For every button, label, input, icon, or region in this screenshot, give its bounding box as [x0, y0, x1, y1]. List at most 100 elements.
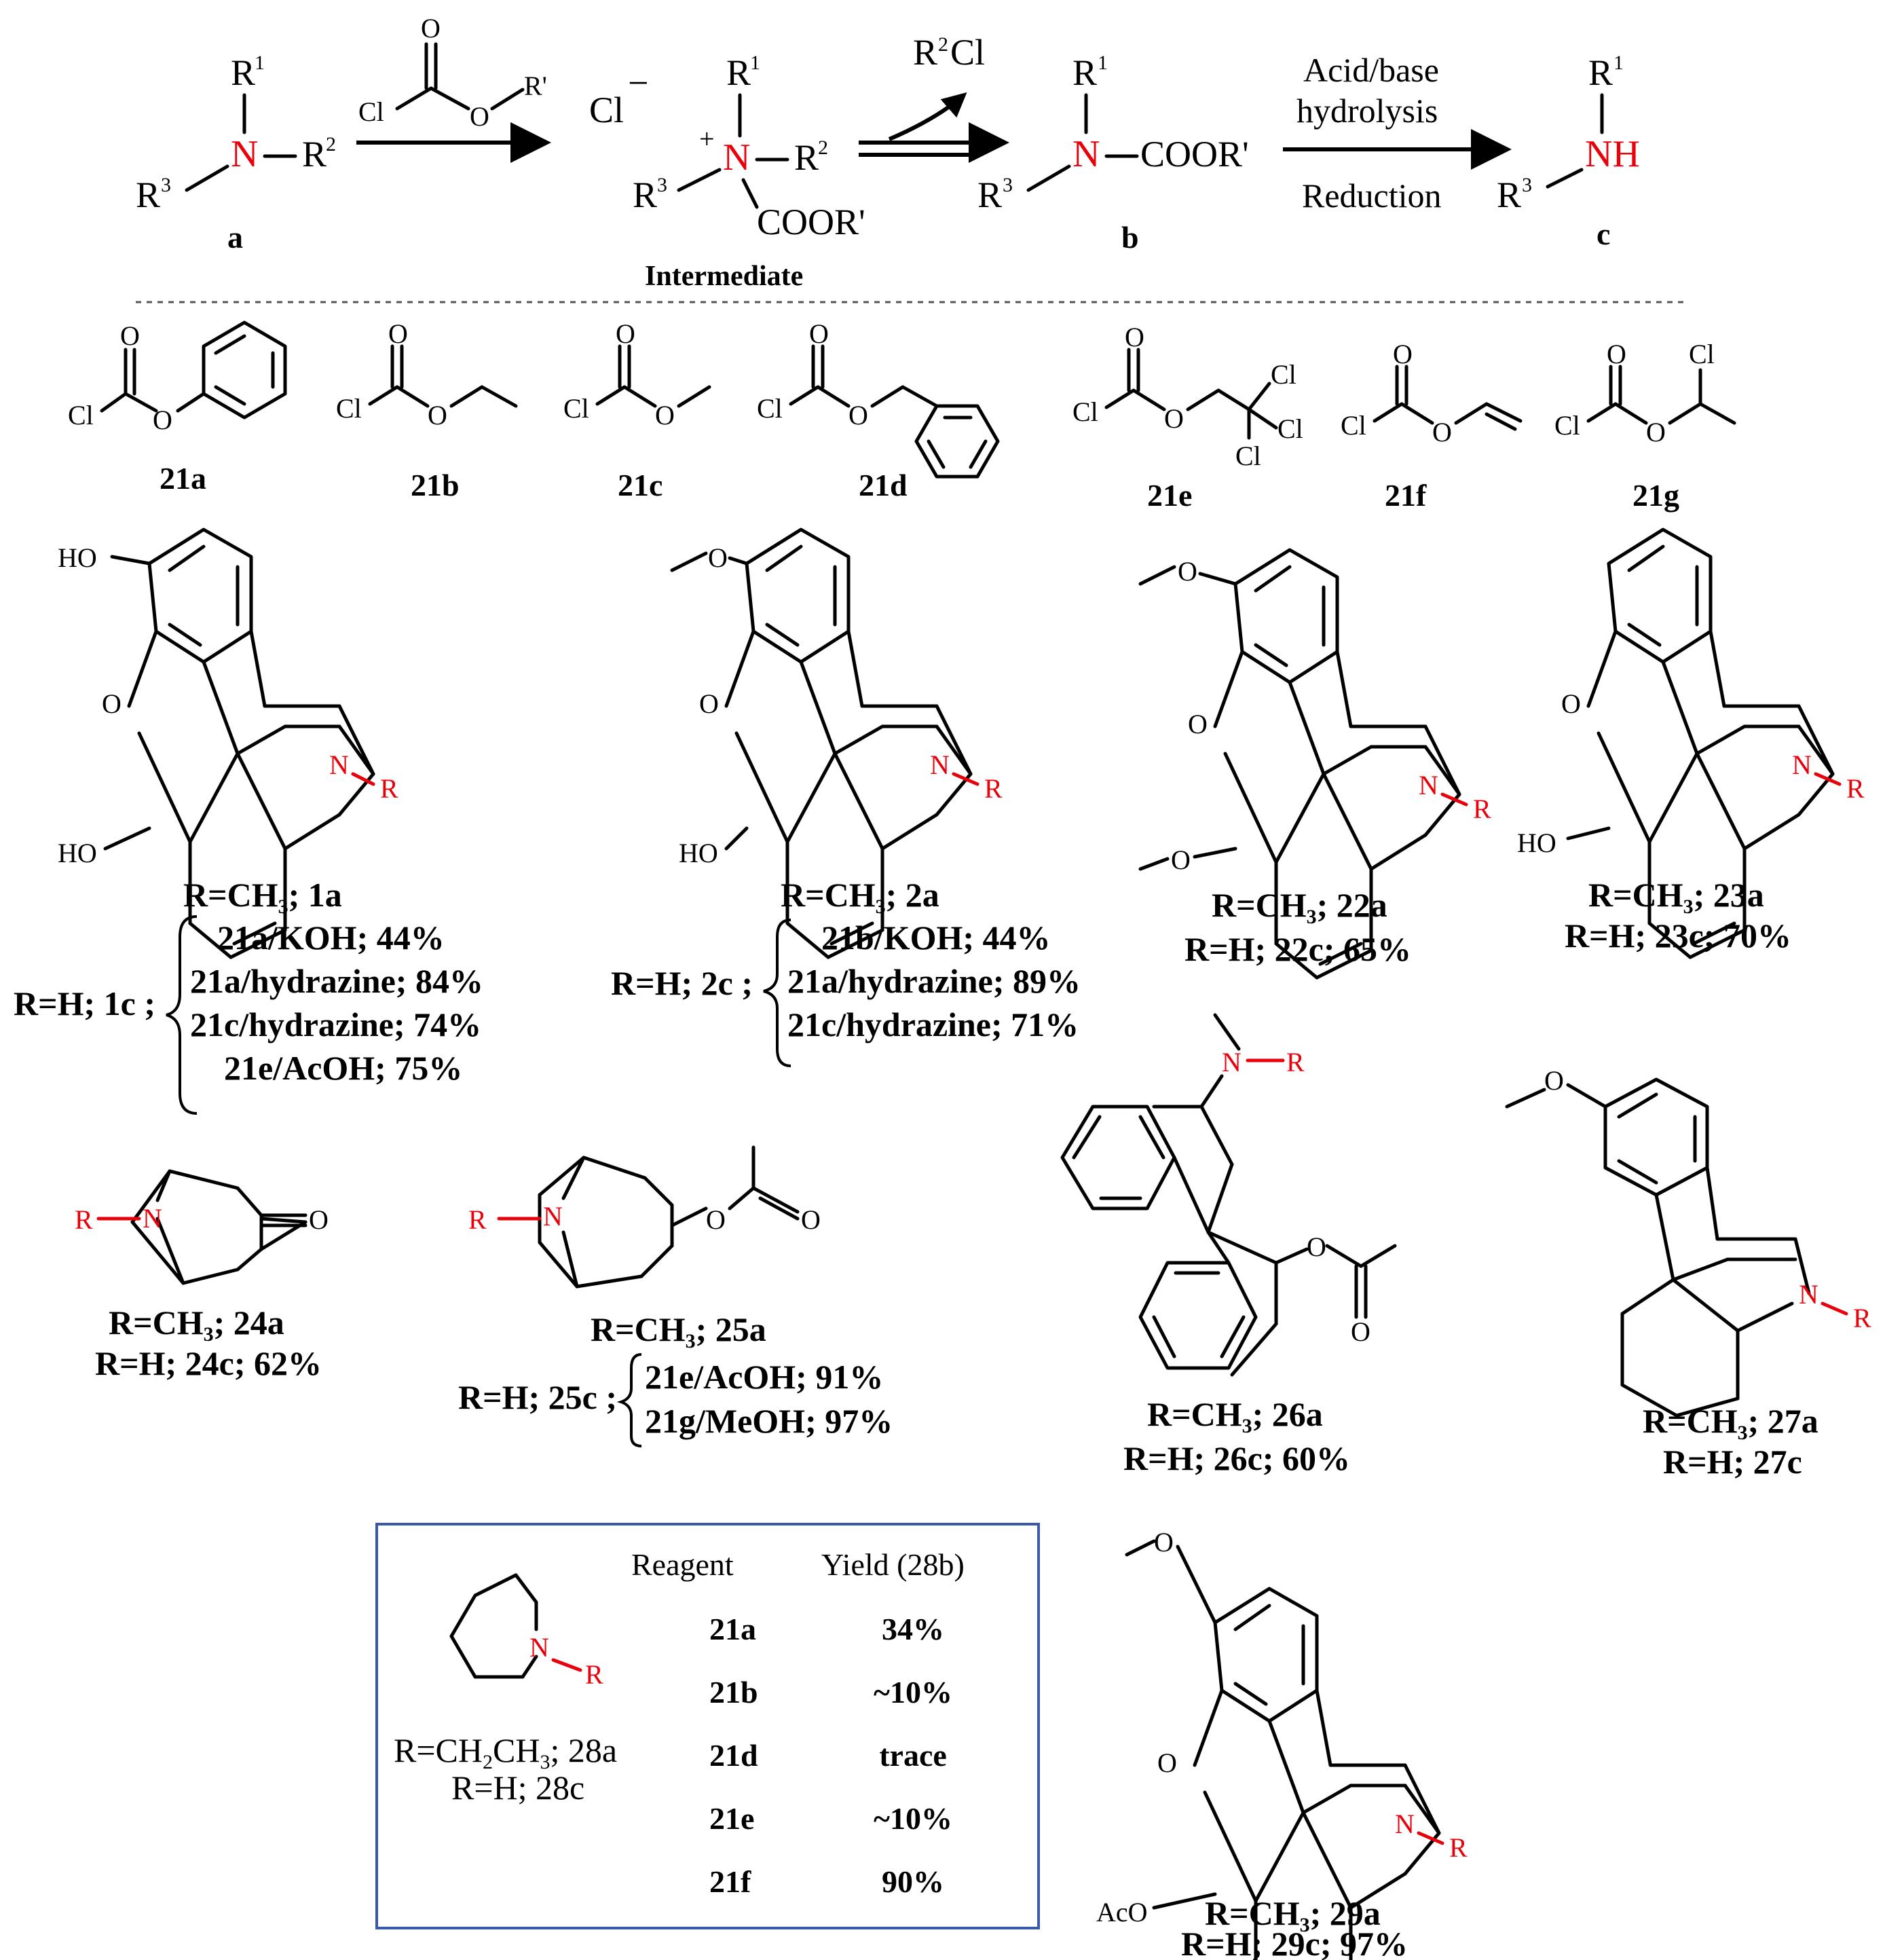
svg-text:O: O [809, 318, 829, 349]
svg-text:HO: HO [58, 542, 97, 573]
label-21e: 21e [1147, 478, 1192, 513]
compound-2: O O HO N R [670, 530, 1003, 957]
reagent-21f: Cl O O 21f [1341, 339, 1523, 513]
svg-text:O: O [1164, 403, 1184, 434]
label-21f: 21f [1385, 478, 1427, 513]
N-23: N [1792, 750, 1812, 780]
table-row-yield: 90% [882, 1864, 944, 1899]
table-row-reagent: 21e [709, 1801, 754, 1836]
svg-text:HO: HO [58, 838, 97, 868]
table-row-reagent: 21f [709, 1864, 751, 1899]
c-R3: R [1497, 174, 1521, 215]
b-R1-sup: 1 [1098, 52, 1108, 74]
svg-text:O: O [655, 400, 675, 430]
b-R1: R [1072, 52, 1097, 93]
caption-1: R=CH3; 1a R=H; 1c ; 21a/KOH; 44% 21a/hyd… [14, 876, 483, 1115]
caption-23: R=CH3; 23a R=H; 23c; 70% [1565, 876, 1791, 955]
caption-27: R=CH3; 27a R=H; 27c [1643, 1402, 1818, 1481]
svg-text:HO: HO [679, 838, 718, 868]
svg-text:O: O [1393, 339, 1413, 369]
int-COOR: COOR' [757, 202, 865, 242]
svg-text:O: O [848, 400, 868, 430]
svg-text:O: O [120, 320, 140, 351]
step2-line3: Reduction [1302, 177, 1442, 215]
svg-text:O: O [1646, 417, 1666, 447]
svg-text:O: O [1157, 1748, 1177, 1778]
table-row-yield: trace [879, 1738, 947, 1773]
int-label: Intermediate [645, 261, 803, 292]
table-row-reagent: 21b [709, 1675, 758, 1709]
svg-text:21e/AcOH; 91%: 21e/AcOH; 91% [645, 1358, 883, 1396]
reagent-Rprime: R' [524, 71, 547, 101]
svg-text:R=CH2CH3; 28a: R=CH2CH3; 28a [394, 1731, 617, 1773]
intermediate: Cl − R 1 + N R 2 R 3 COOR' Intermediate [589, 52, 865, 292]
svg-text:R: R [1846, 773, 1865, 804]
svg-text:R=H; 24c; 62%: R=H; 24c; 62% [95, 1344, 322, 1382]
int-R1: R [726, 52, 751, 93]
b-N: N [1072, 133, 1100, 175]
N-26: N [1222, 1047, 1242, 1077]
svg-text:R: R [1286, 1047, 1305, 1077]
svg-text:Cl: Cl [1271, 359, 1296, 390]
svg-text:O: O [699, 688, 719, 719]
svg-text:O: O [1125, 322, 1144, 352]
compound-1: HO O HO N R [58, 530, 398, 957]
int-R1-sup: 1 [750, 52, 760, 74]
svg-text:R=CH3; 29a: R=CH3; 29a [1205, 1894, 1381, 1936]
reagent-Cl: Cl [358, 96, 384, 127]
svg-text:Cl: Cl [1689, 339, 1715, 369]
int-R3-sup: 3 [657, 174, 667, 196]
compound-29: O O AcO N R [1096, 1527, 1468, 1960]
svg-text:R=CH3; 23a: R=CH3; 23a [1588, 876, 1764, 918]
N-2: N [930, 750, 950, 780]
step2-line2: hydrolysis [1296, 92, 1438, 130]
svg-text:AcO: AcO [1096, 1897, 1148, 1927]
int-Cl: Cl [589, 90, 624, 130]
b-R3-sup: 3 [1003, 174, 1013, 196]
a-N: N [231, 133, 258, 175]
svg-text:R=CH3; 27a: R=CH3; 27a [1643, 1402, 1818, 1444]
svg-text:O: O [388, 318, 408, 349]
svg-text:Cl: Cl [336, 393, 362, 424]
int-plus: + [699, 124, 715, 154]
label-21b: 21b [411, 468, 460, 502]
table-row-reagent: 21d [709, 1738, 758, 1773]
svg-text:R=H; 26c; 60%: R=H; 26c; 60% [1123, 1439, 1350, 1477]
step2-line1: Acid/base [1303, 51, 1439, 89]
reagent-21g: Cl O O Cl 21g [1554, 339, 1736, 513]
svg-text:Cl: Cl [68, 400, 94, 430]
svg-text:O: O [708, 542, 728, 573]
byproduct-R: R [913, 32, 937, 73]
caption-24: R=CH3; 24a R=H; 24c; 62% [95, 1303, 322, 1382]
svg-text:O: O [1178, 556, 1197, 587]
caption-2: R=CH3; 2a R=H; 2c ; 21b/KOH; 44% 21a/hyd… [611, 876, 1081, 1067]
svg-text:O: O [1432, 417, 1452, 447]
b-label: b [1121, 220, 1139, 255]
compound-26: N R O O [1060, 1013, 1397, 1377]
N-27: N [1799, 1279, 1818, 1310]
svg-text:R=CH3; 2a: R=CH3; 2a [781, 876, 939, 918]
svg-text:21b/KOH; 44%: 21b/KOH; 44% [821, 919, 1051, 957]
svg-text:O: O [616, 318, 635, 349]
svg-text:O: O [1307, 1232, 1326, 1262]
svg-text:R=H; 1c ;: R=H; 1c ; [14, 984, 155, 1022]
svg-text:R=H; 29c; 97%: R=H; 29c; 97% [1181, 1925, 1408, 1960]
svg-text:R: R [468, 1204, 487, 1235]
svg-text:21g/MeOH; 97%: 21g/MeOH; 97% [645, 1402, 893, 1440]
label-21c: 21c [618, 468, 662, 502]
label-21g: 21g [1632, 478, 1679, 513]
svg-text:R: R [75, 1204, 93, 1235]
svg-text:R: R [1853, 1303, 1871, 1333]
table-row-yield: ~10% [874, 1801, 952, 1836]
N-1: N [329, 750, 349, 780]
N-29: N [1395, 1809, 1415, 1839]
svg-text:HO: HO [1517, 828, 1556, 858]
a-R3-sup: 3 [161, 174, 171, 196]
byproduct-Cl: Cl [950, 32, 985, 73]
svg-text:21a/hydrazine; 89%: 21a/hydrazine; 89% [787, 962, 1081, 1000]
chloroformate-reagent: O Cl O R' [358, 13, 547, 132]
svg-text:Cl: Cl [563, 393, 589, 424]
svg-text:R=CH3; 1a: R=CH3; 1a [183, 876, 342, 918]
table-border [375, 1523, 1040, 1929]
int-R2: R [794, 137, 819, 178]
